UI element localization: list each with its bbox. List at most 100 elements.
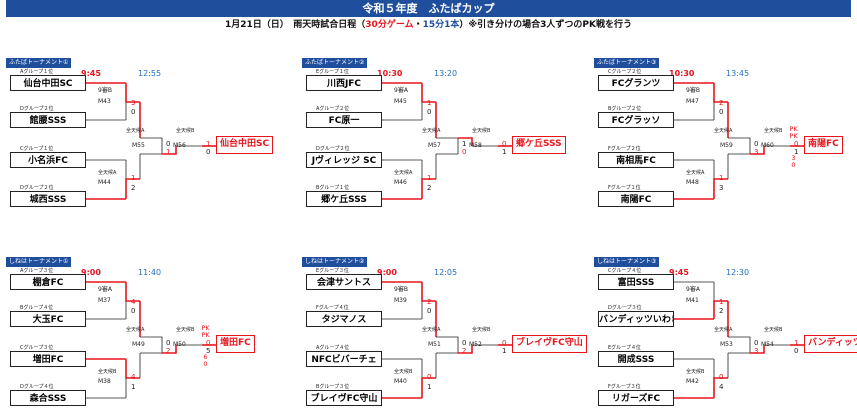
team-group-label: Bグループ２位 xyxy=(608,106,642,112)
team-box-3: 開成SSS xyxy=(598,351,674,367)
tournament-bracket-2: ふたばトーナメント② 10:30 13:20 Eグループ１位 川西JFC Aグル… xyxy=(302,58,566,218)
score: 0 xyxy=(462,339,467,347)
team-group-label: Cグループ３位 xyxy=(20,345,54,351)
score: 3 xyxy=(754,148,759,156)
team-group-label: Fグループ２位 xyxy=(608,146,641,152)
score: 1 xyxy=(794,339,799,347)
match-number: M48 xyxy=(686,179,699,186)
final-time: 13:20 xyxy=(434,69,458,78)
score: 1 xyxy=(719,298,724,306)
bracket-lines xyxy=(382,82,512,200)
match-number: M38 xyxy=(98,378,111,385)
champion-box: 南陽FC xyxy=(804,136,843,154)
pk-score: PK xyxy=(201,324,210,332)
match-line xyxy=(140,137,163,155)
team-box-3: 増田FC xyxy=(10,351,86,367)
referee-label: 9審A xyxy=(686,286,700,293)
referee-label: 全天候A xyxy=(394,170,413,176)
team-group-label: Bグループ１位 xyxy=(316,185,350,191)
champion-box: バンディッツいわき xyxy=(804,335,857,353)
first-round-time: 10:30 xyxy=(377,69,403,78)
advance-line xyxy=(162,146,177,155)
match-number: M52 xyxy=(469,341,482,348)
match-number: M56 xyxy=(173,142,186,149)
match-line xyxy=(140,336,163,354)
match-number: M57 xyxy=(428,142,441,149)
team-box-3: 南相馬FC xyxy=(598,152,674,168)
tournament-bracket-4: しねはトーナメント① 9:00 11:40 Aグループ３位 棚倉FC Bグループ… xyxy=(6,257,266,417)
score: 1 xyxy=(206,140,211,148)
team-group-label: Fグループ１位 xyxy=(608,185,641,191)
final-time: 12:30 xyxy=(726,268,750,277)
champion-box: 郷ケ丘SSS xyxy=(512,136,566,154)
champion-box: ブレイヴFC守山 xyxy=(512,335,587,353)
score: 0 xyxy=(754,140,759,148)
tournament-bracket-1: ふたばトーナメント① 9:45 12:55 Aグループ１位 仙台中田SC Dグル… xyxy=(6,58,274,218)
format-close: ） xyxy=(459,20,469,30)
match-number: M40 xyxy=(394,378,407,385)
advance-line xyxy=(713,377,728,398)
advance-line xyxy=(750,345,765,354)
team-box-1: 富田SSS xyxy=(598,274,674,290)
score: 0 xyxy=(462,148,467,156)
score: 0 xyxy=(131,307,136,315)
advance-line xyxy=(421,178,436,199)
match-number: M47 xyxy=(686,98,699,105)
team-box-1: 棚倉FC xyxy=(10,274,86,290)
bracket-lines xyxy=(674,281,804,399)
score: 1 xyxy=(166,148,171,156)
team-group-label: Eグループ１位 xyxy=(316,69,349,75)
advance-line xyxy=(162,345,177,354)
referee-label: 全天候B xyxy=(764,327,783,333)
pk-score: 6 xyxy=(203,353,208,361)
team-box-1: 川西JFC xyxy=(306,75,382,91)
referee-label: 9審A xyxy=(394,87,408,94)
advance-line xyxy=(125,282,140,302)
team-box-3: NFCビバーチェ xyxy=(306,351,382,367)
final-time: 13:45 xyxy=(726,69,750,78)
tournament-label: しねはトーナメント② xyxy=(302,257,368,267)
referee-label: 全天候A xyxy=(126,128,145,134)
score: 3 xyxy=(719,184,724,192)
score: 1 xyxy=(131,174,136,182)
team-box-3: 小名浜FC xyxy=(10,152,86,168)
team-box-3: Jヴィレッジ SC xyxy=(306,152,382,168)
bracket-lines xyxy=(86,281,216,399)
score: 1 xyxy=(502,347,507,355)
team-box-1: FCグランツ xyxy=(598,75,674,91)
advance-line xyxy=(125,83,140,103)
match-line xyxy=(436,137,459,155)
score: 0 xyxy=(719,108,724,116)
score: 0 xyxy=(502,140,507,148)
team-group-label: Aグループ４位 xyxy=(316,345,350,351)
score: 0 xyxy=(719,373,724,381)
referee-label: 9審B xyxy=(686,87,700,94)
score: 0 xyxy=(427,373,432,381)
team-group-label: Aグループ２位 xyxy=(316,106,350,112)
page-title: 令和５年度 ふたばカップ xyxy=(6,0,851,17)
score: 1 xyxy=(794,148,799,156)
match-number: M39 xyxy=(394,297,407,304)
schedule-subtitle: 1月21日（日） 雨天時試合日程（30分ゲーム・15分1本）※引き分けの場合3人… xyxy=(0,19,857,32)
referee-label: 全天候B xyxy=(176,128,195,134)
advance-line xyxy=(421,83,436,103)
tournament-label: ふたばトーナメント① xyxy=(6,58,72,68)
score: 2 xyxy=(427,298,432,306)
advance-line xyxy=(713,178,728,199)
team-box-2: バンディッツいわき xyxy=(598,311,674,327)
team-group-label: Cグループ４位 xyxy=(608,268,642,274)
team-box-4: リガーズFC xyxy=(598,390,674,406)
pk-score: 0 xyxy=(203,360,208,368)
champion-box: 仙台中田SC xyxy=(216,136,274,154)
tournament-label: ふたばトーナメント③ xyxy=(594,58,660,68)
match-number: M54 xyxy=(761,341,774,348)
referee-label: 全天候A xyxy=(98,170,117,176)
team-box-4: 郷ケ丘SSS xyxy=(306,191,382,207)
score: 4 xyxy=(719,383,724,391)
score: 2 xyxy=(719,99,724,107)
pk-score: PK xyxy=(201,331,210,339)
team-group-label: Dグループ２位 xyxy=(20,106,54,112)
team-group-label: Aグループ３位 xyxy=(20,268,54,274)
team-group-label: Cグループ２位 xyxy=(608,69,642,75)
team-group-label: Fグループ４位 xyxy=(316,305,349,311)
